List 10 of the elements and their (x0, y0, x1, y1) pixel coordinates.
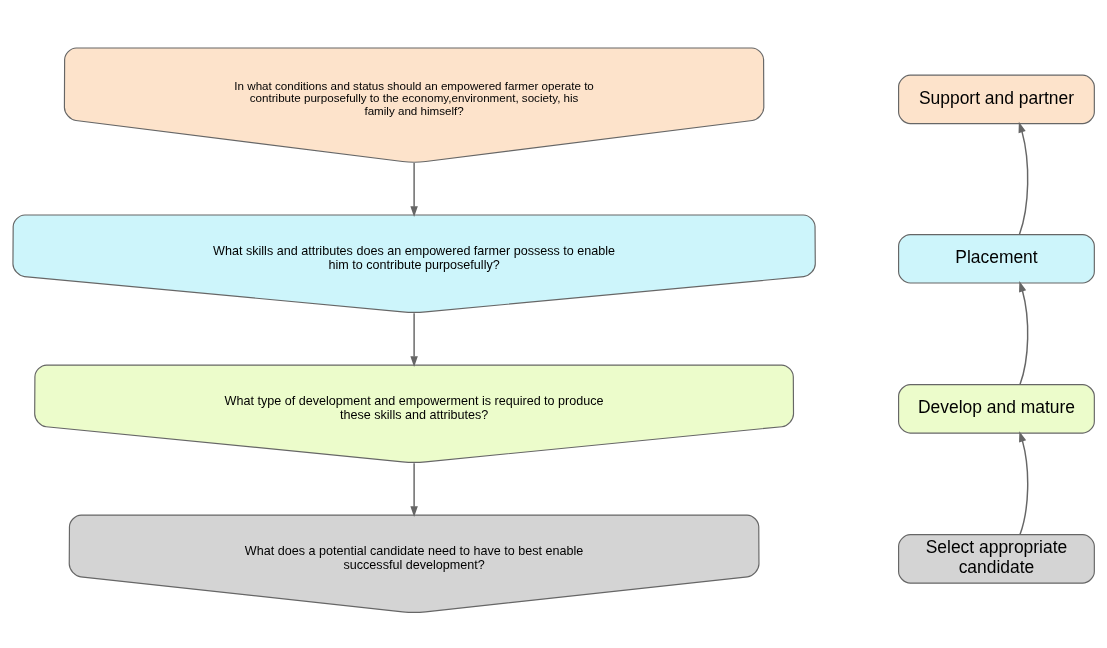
arrow (1018, 121, 1029, 235)
node-box: Placement (898, 233, 1095, 284)
arrow (410, 462, 418, 517)
node-box: Develop and mature (898, 383, 1095, 434)
arrow (1019, 280, 1029, 385)
node-box: Select appropriate candidate (898, 533, 1095, 584)
arrow (410, 312, 418, 367)
arrow (410, 161, 418, 217)
node-box: Support and partner (898, 74, 1095, 124)
arrow (1019, 430, 1029, 535)
